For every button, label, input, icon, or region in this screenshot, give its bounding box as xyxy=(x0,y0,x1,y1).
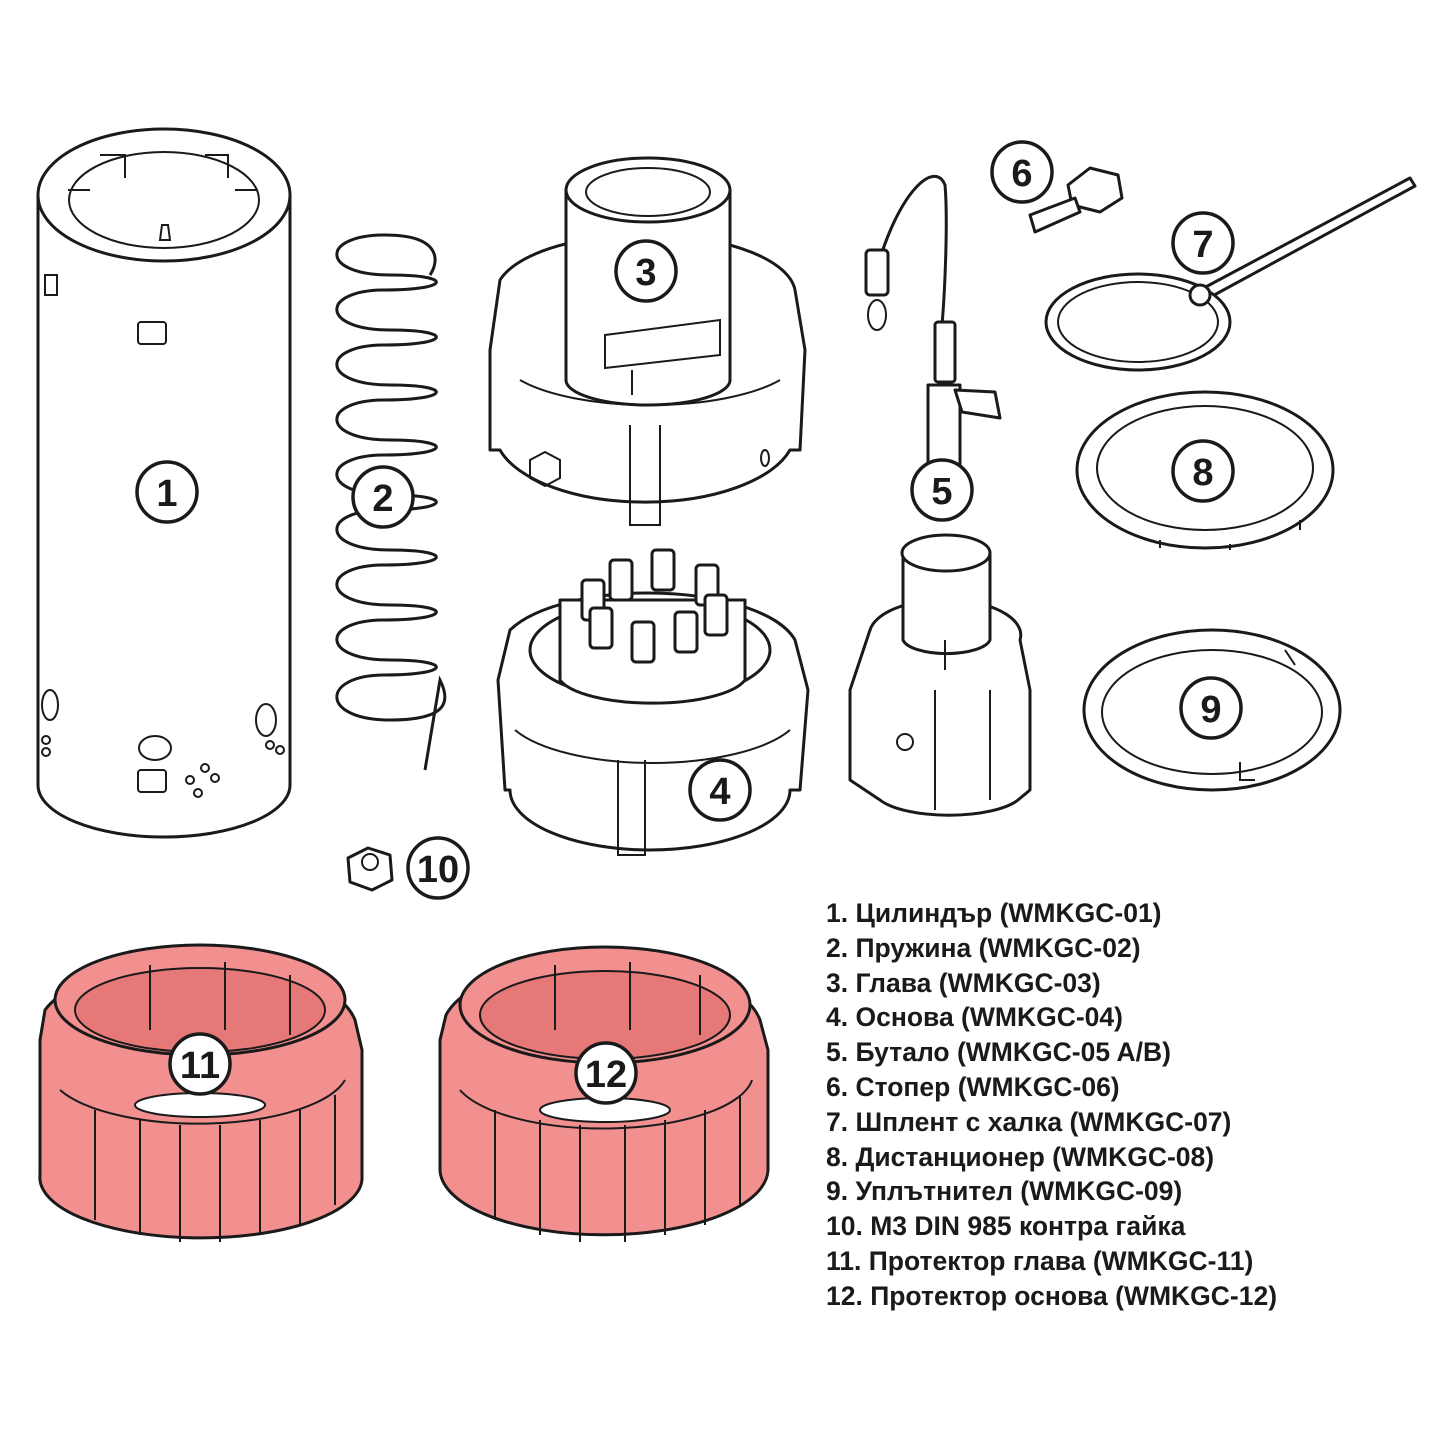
part-protector-head xyxy=(38,943,364,1242)
part-nut xyxy=(346,846,394,892)
legend-item: 3. Глава (WMKGC-03) xyxy=(826,967,1101,998)
callout-12: 12 xyxy=(574,1041,638,1105)
callout-3: 3 xyxy=(614,239,678,303)
part-base xyxy=(496,548,810,856)
legend-item: 1. Цилиндър (WMKGC-01) xyxy=(826,898,1162,928)
callout-number: 4 xyxy=(709,771,730,813)
callout-10: 10 xyxy=(406,836,470,900)
legend-item: 2. Пружина (WMKGC-02) xyxy=(826,932,1141,963)
callout-number: 5 xyxy=(931,471,952,513)
callout-7: 7 xyxy=(1171,211,1235,275)
legend-item: 11. Протектор глава (WMKGC-11) xyxy=(826,1245,1254,1276)
callout-9: 9 xyxy=(1179,676,1243,740)
parts-legend: 1. Цилиндър (WMKGC-01) 2. Пружина (WMKGC… xyxy=(826,896,1277,1314)
legend-item: 5. Бутало (WMKGC-05 A/B) xyxy=(826,1037,1171,1068)
part-split-pin xyxy=(1044,176,1417,372)
callout-11: 11 xyxy=(168,1032,232,1096)
legend-item: 7. Шплент с халка (WMKGC-07) xyxy=(826,1106,1232,1137)
callout-number: 2 xyxy=(372,478,393,520)
callout-number: 10 xyxy=(417,849,459,891)
legend-item: 6. Стопер (WMKGC-06) xyxy=(826,1071,1120,1102)
legend-item: 9. Уплътнител (WMKGC-09) xyxy=(826,1176,1183,1207)
callout-number: 3 xyxy=(635,252,656,294)
callout-5: 5 xyxy=(910,458,974,522)
callout-6: 6 xyxy=(990,140,1054,204)
legend-item: 8. Дистанционер (WMKGC-08) xyxy=(826,1141,1215,1172)
callout-1: 1 xyxy=(135,460,199,524)
callout-4: 4 xyxy=(688,758,752,822)
legend-item: 12. Протектор основа (WMKGC-12) xyxy=(826,1280,1278,1311)
callout-number: 9 xyxy=(1200,689,1221,731)
callout-number: 12 xyxy=(585,1054,627,1096)
callout-2: 2 xyxy=(351,465,415,529)
callout-number: 8 xyxy=(1192,452,1213,494)
legend-item: 10. M3 DIN 985 контра гайка xyxy=(826,1211,1186,1242)
callout-number: 11 xyxy=(180,1045,220,1087)
callout-number: 6 xyxy=(1011,153,1032,195)
callout-number: 1 xyxy=(156,473,177,515)
part-stopper xyxy=(1028,166,1124,234)
callout-8: 8 xyxy=(1171,439,1235,503)
callout-number: 7 xyxy=(1192,224,1213,266)
legend-item: 4. Основа (WMKGC-04) xyxy=(826,1002,1123,1033)
part-head xyxy=(488,156,807,526)
part-piston xyxy=(848,174,1032,817)
